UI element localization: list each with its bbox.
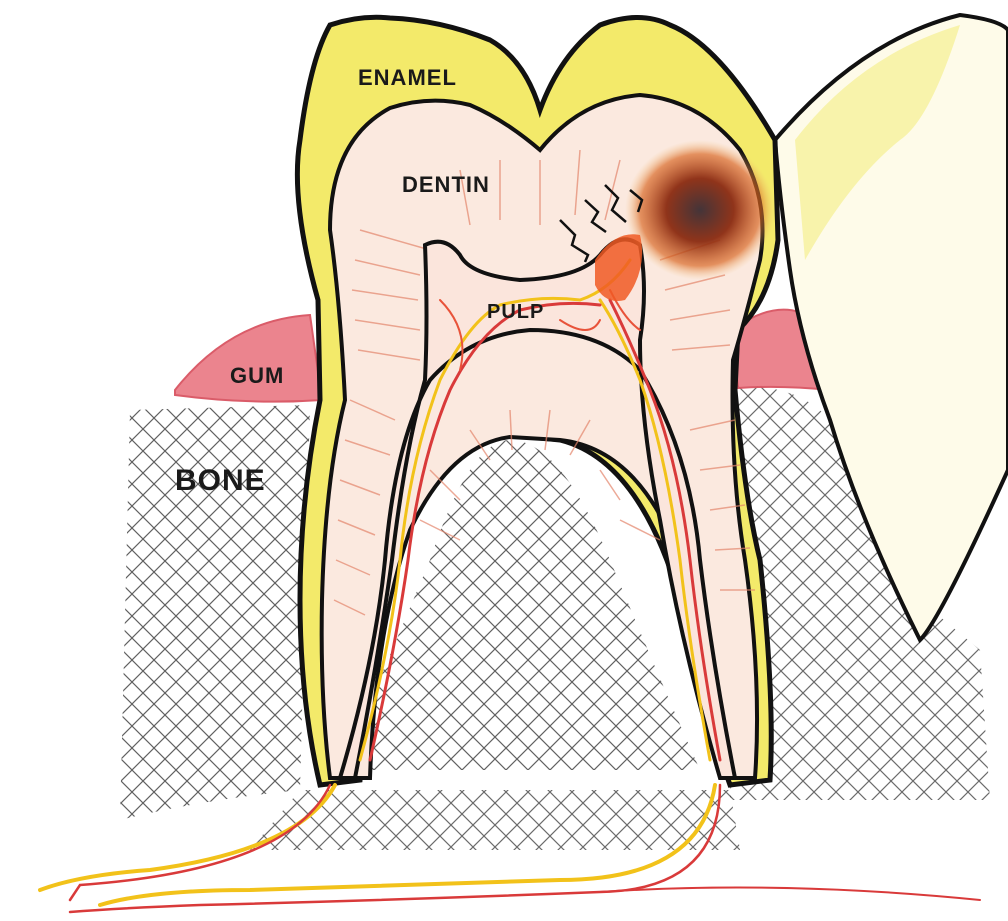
label-pulp: PULP [487, 301, 544, 323]
decay-cavity [625, 140, 775, 280]
label-gum: GUM [230, 363, 284, 388]
label-enamel: ENAMEL [358, 65, 457, 90]
label-bone: BONE [175, 464, 266, 497]
label-dentin: DENTIN [402, 172, 490, 197]
